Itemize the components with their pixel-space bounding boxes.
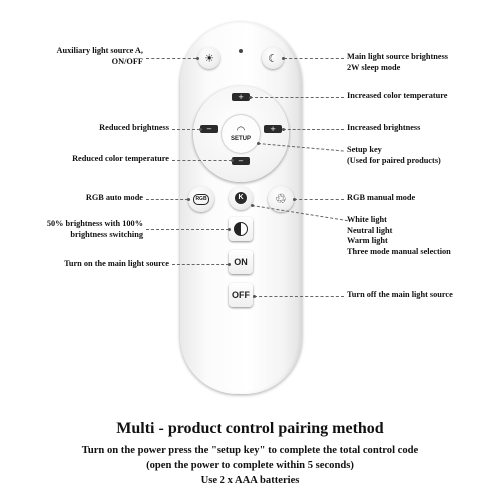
label-three-mode: White light Neutral light Warm light Thr…: [347, 215, 451, 257]
leader-aux: [146, 58, 196, 59]
leader-dot: [257, 142, 260, 145]
label-reduced-brightness: Reduced brightness: [99, 123, 169, 132]
lightbulb-icon: ☀: [204, 51, 214, 65]
label-aux-light: Auxiliary light source A, ON/OFF: [56, 46, 143, 67]
pairing-line-1: Turn on the power press the "setup key" …: [81, 445, 419, 456]
off-label: OFF: [232, 290, 250, 300]
leader-reduced-brightness: [172, 129, 200, 130]
leader-dot: [187, 198, 190, 201]
label-neutral-light: Neutral light: [347, 225, 393, 235]
leader-dot: [228, 228, 231, 231]
rgb-auto-button[interactable]: RGB: [188, 186, 214, 212]
leader-dot: [249, 96, 252, 99]
on-button[interactable]: ON: [229, 250, 253, 274]
label-turn-off-main: Turn off the main light source: [347, 290, 453, 299]
leader-dot: [251, 204, 254, 207]
ir-emitter: [239, 49, 243, 53]
brightness-down-button[interactable]: −: [200, 125, 218, 133]
label-setup-key-line2: (Used for paired products): [347, 155, 441, 165]
label-turn-on-main: Turn on the main light source: [64, 259, 169, 268]
label-rgb-auto: RGB auto mode: [85, 193, 143, 202]
leader-sleep: [284, 58, 344, 59]
off-button[interactable]: OFF: [229, 283, 253, 307]
label-three-mode-selection: Three mode manual selection: [347, 246, 451, 256]
label-main-sleep: Main light source brightness 2W sleep mo…: [347, 52, 448, 73]
label-rgb-manual: RGB manual mode: [347, 193, 416, 202]
on-label: ON: [234, 257, 248, 267]
leader-turn-off: [254, 296, 344, 297]
label-brightness-switch: 50% brightness with 100% brightness swit…: [47, 219, 143, 240]
leader-dot: [199, 128, 202, 131]
leader-dot: [231, 159, 234, 162]
leader-increased-brightness: [283, 129, 344, 130]
label-increased-brightness: Increased brightness: [347, 123, 421, 132]
leader-turn-on: [172, 264, 229, 265]
label-main-sleep-line1: Main light source brightness: [347, 52, 449, 61]
label-warm-light: Warm light: [347, 236, 388, 245]
label-setup-key: Setup key (Used for paired products): [347, 145, 441, 166]
label-white-light: White light: [347, 215, 387, 224]
k-icon: K: [235, 192, 247, 204]
recycle-icon: ♲: [275, 191, 287, 207]
color-mode-button[interactable]: K: [229, 186, 253, 210]
color-temp-up-button[interactable]: +: [232, 93, 250, 101]
wifi-icon: ◠: [236, 125, 246, 136]
leader-increased-color: [250, 97, 344, 98]
label-brightness-switch-line1: 50% brightness with 100%: [46, 219, 143, 228]
pairing-heading: Multi - product control pairing method: [116, 420, 384, 437]
rgb-auto-icon: RGB: [193, 193, 209, 205]
label-brightness-switch-line2: brightness switching: [70, 229, 143, 239]
leader-reduced-color: [172, 160, 232, 161]
label-aux-light-line2: ON/OFF: [111, 56, 143, 66]
leader-dot: [282, 128, 285, 131]
aux-light-button[interactable]: ☀: [198, 47, 220, 69]
leader-rgb-manual: [294, 199, 344, 200]
label-reduced-color-temp: Reduced color temperature: [72, 154, 169, 163]
label-aux-light-line1: Auxiliary light source A,: [56, 46, 143, 55]
setup-label: SETUP: [230, 136, 251, 142]
label-main-sleep-line2: 2W sleep mode: [347, 62, 401, 72]
leader-dot: [282, 57, 285, 60]
leader-brightness-switch: [146, 229, 229, 230]
leader-dot: [196, 57, 199, 60]
half-circle-icon: [234, 222, 248, 236]
brightness-up-button[interactable]: +: [264, 125, 282, 133]
leader-dot: [253, 295, 256, 298]
setup-button[interactable]: ◠ SETUP: [222, 115, 260, 153]
label-increased-color-temp: Increased color temperature: [347, 91, 448, 100]
sleep-mode-button[interactable]: ☾: [262, 47, 284, 69]
leader-dot: [228, 263, 231, 266]
moon-icon: ☾: [268, 51, 278, 65]
label-setup-key-line1: Setup key: [347, 145, 382, 154]
brightness-switch-button[interactable]: [229, 217, 253, 241]
battery-line: Use 2 x AAA batteries: [200, 475, 300, 486]
rgb-manual-button[interactable]: ♲: [268, 186, 294, 212]
color-temp-down-button[interactable]: −: [232, 157, 250, 165]
pairing-line-2: (open the power to complete within 5 sec…: [146, 460, 354, 471]
leader-rgb-auto: [146, 199, 188, 200]
leader-dot: [293, 198, 296, 201]
